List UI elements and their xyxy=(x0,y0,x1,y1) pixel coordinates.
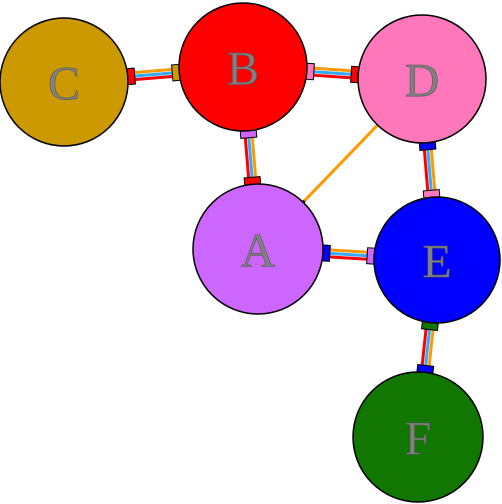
edge-stripe xyxy=(243,130,251,185)
edge-stripe xyxy=(429,142,437,198)
edge-stripe xyxy=(423,322,432,373)
edge-stripe xyxy=(127,67,180,75)
edge-stripe xyxy=(306,66,359,73)
edge-stripe xyxy=(127,70,180,79)
edge-D-E xyxy=(418,138,441,202)
node-circle xyxy=(178,2,308,132)
node-circle xyxy=(192,183,324,315)
edge-B-D xyxy=(302,62,363,84)
node-C: C xyxy=(0,17,129,147)
edge-stripe xyxy=(322,251,375,258)
node-circle xyxy=(0,17,129,147)
node-label: C xyxy=(48,58,80,111)
edge-C-B xyxy=(123,63,184,86)
node-label: E xyxy=(422,236,451,289)
edge-B-A xyxy=(239,126,262,189)
edge-stripe xyxy=(425,142,434,198)
node-label: B xyxy=(227,43,259,96)
edge-stripe xyxy=(419,322,429,373)
node-D: D xyxy=(357,14,487,144)
edge-line xyxy=(302,124,379,204)
edge-stripe xyxy=(426,322,436,373)
edge-stripe xyxy=(306,69,359,77)
edge-stripe xyxy=(250,130,258,185)
edge-stripe xyxy=(323,247,375,255)
edge-stripe xyxy=(322,254,374,262)
node-A: A xyxy=(192,183,324,315)
node-label: D xyxy=(405,55,440,108)
node-B: B xyxy=(178,2,308,132)
edge-stripe xyxy=(306,73,359,80)
node-circle xyxy=(373,196,501,324)
edge-E-F xyxy=(416,318,440,377)
node-circle xyxy=(357,14,487,144)
edge-stripe xyxy=(246,130,255,185)
edge-A-E xyxy=(318,244,379,265)
edge-stripe xyxy=(422,142,430,198)
edge-stripe xyxy=(127,74,180,82)
node-E: E xyxy=(373,196,501,324)
node-circle xyxy=(352,371,484,503)
node-F: F xyxy=(352,371,484,503)
node-label: A xyxy=(241,225,276,278)
node-label: F xyxy=(405,413,432,466)
edge-D-A xyxy=(297,124,379,208)
